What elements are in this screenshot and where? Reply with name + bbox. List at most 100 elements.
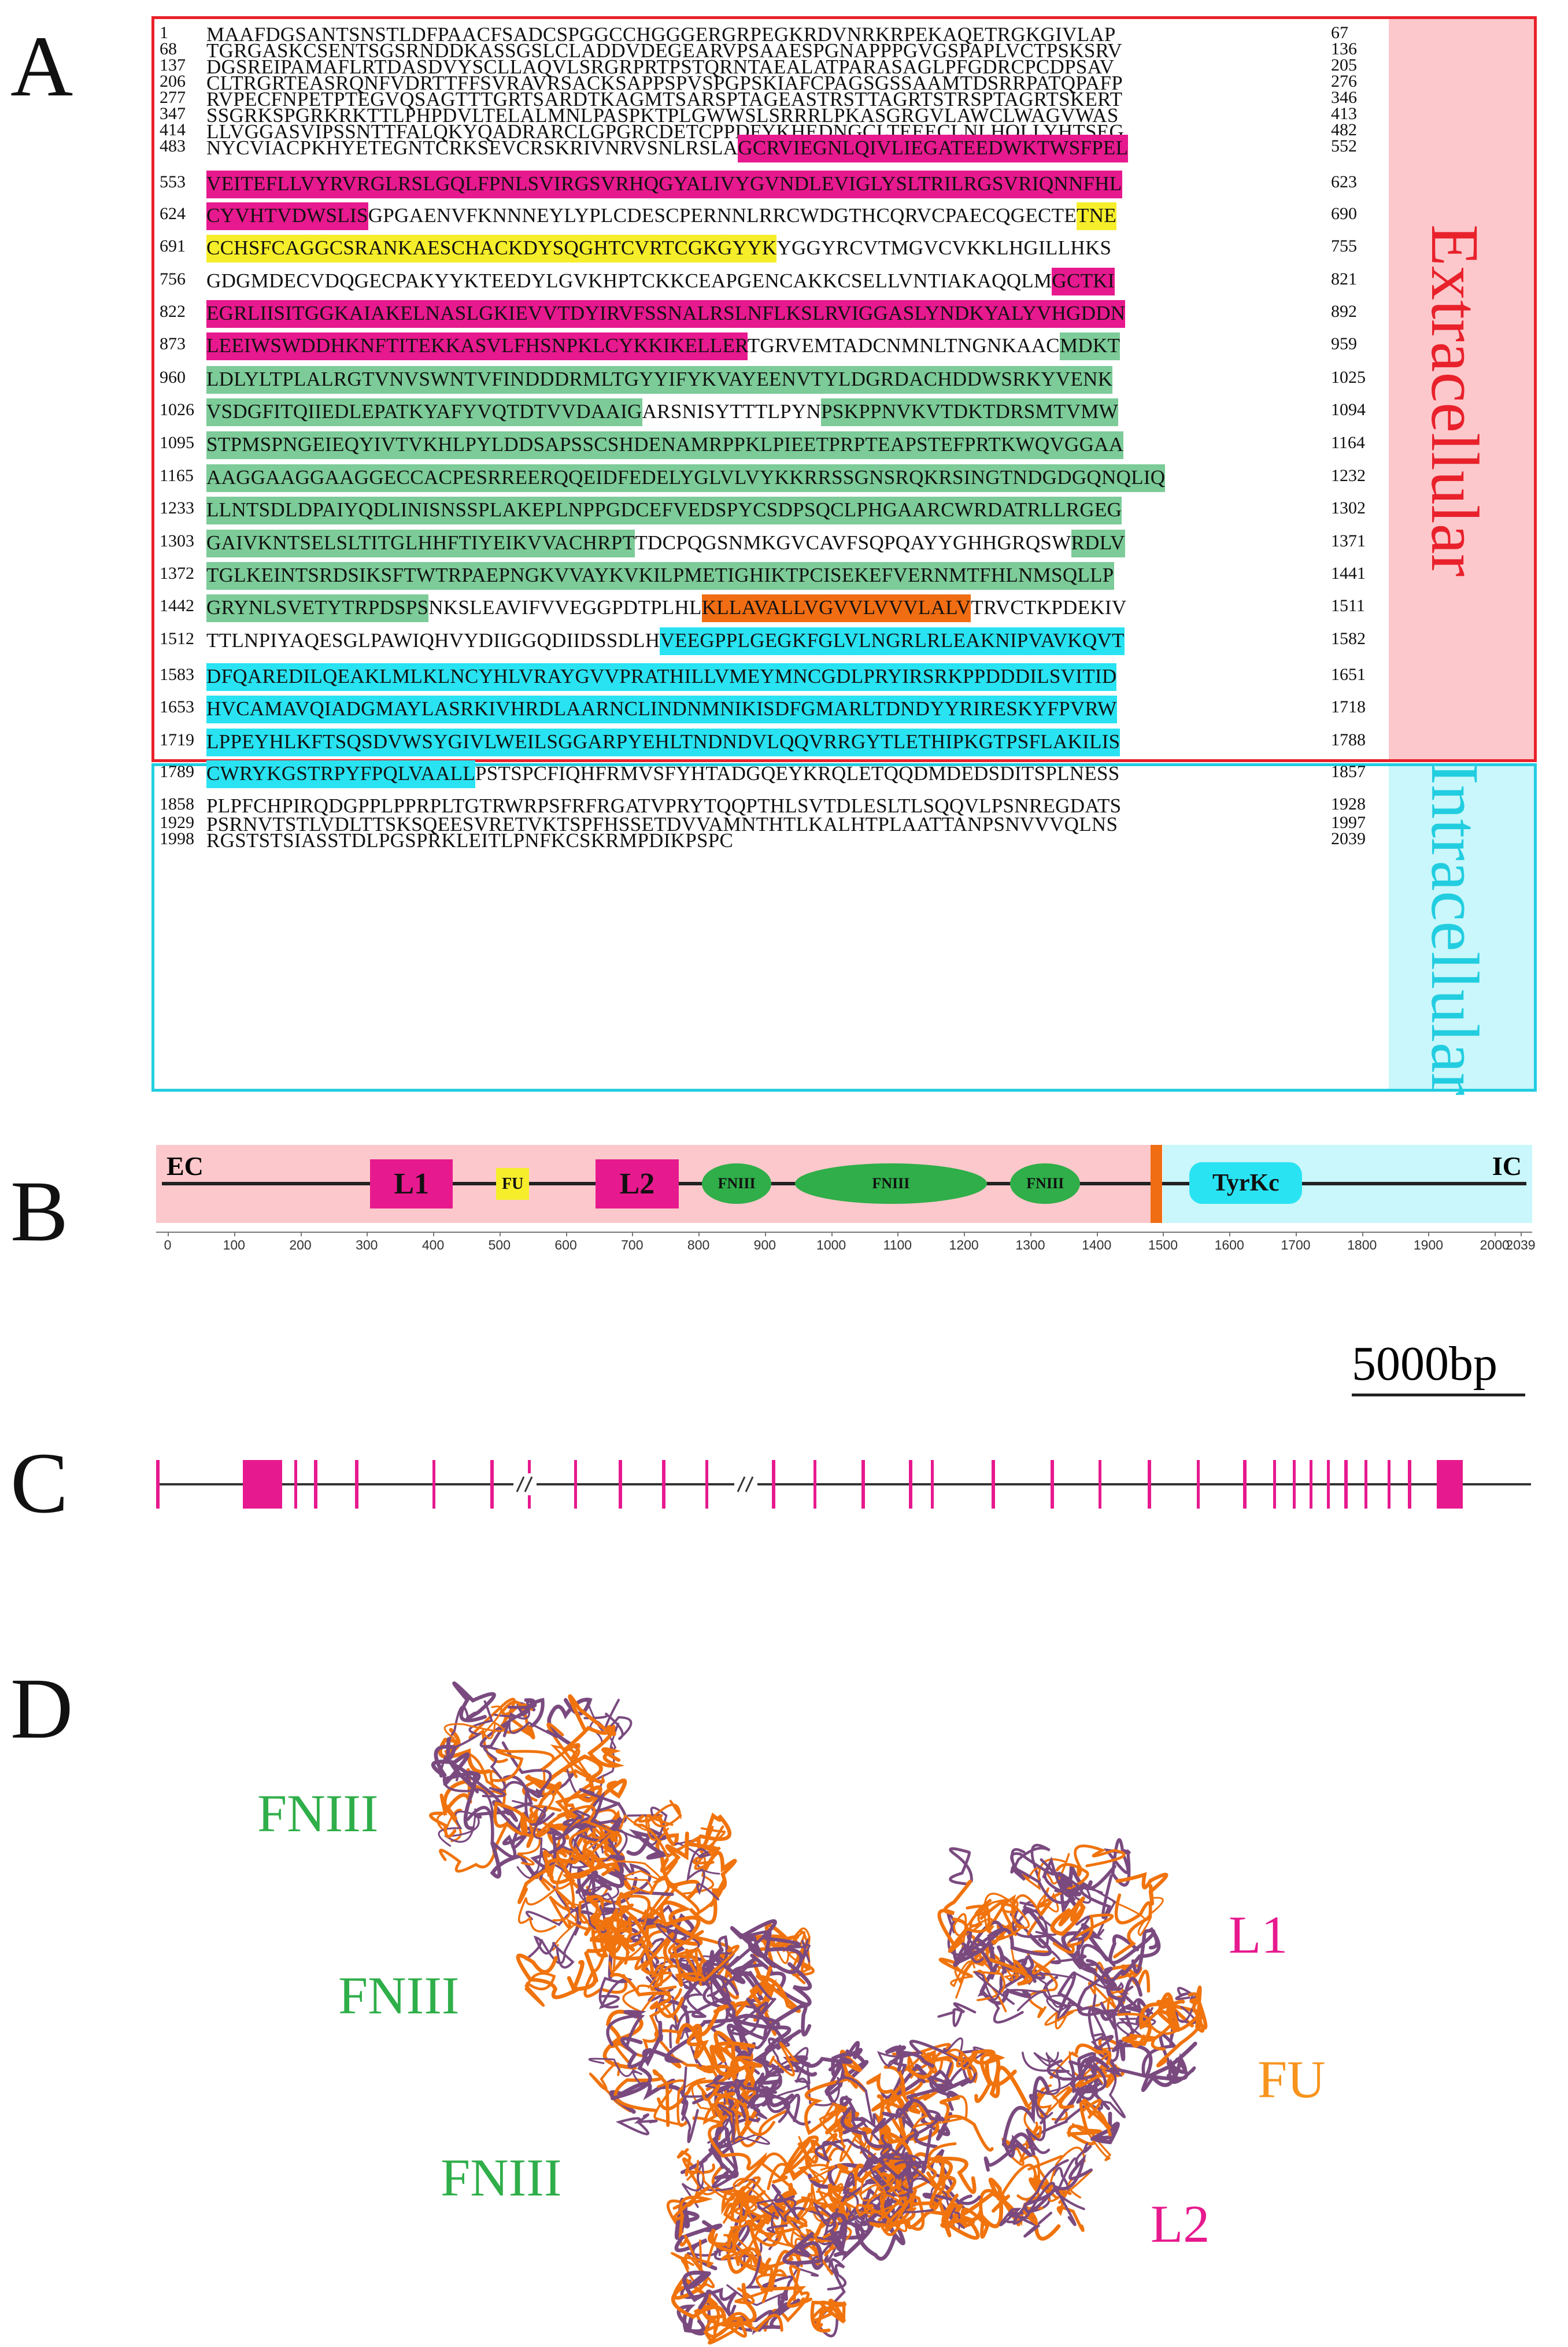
sequence-text: NYCVIACPKHYETEGNTCRKSEVCRSKRIVNRVSNLRSLA… bbox=[206, 135, 1129, 162]
ribbon-strand bbox=[429, 1793, 457, 1838]
axis-tick-label: 1400 bbox=[1082, 1237, 1112, 1252]
ribbon-strand bbox=[867, 2201, 939, 2230]
ribbon-strand bbox=[682, 1827, 726, 1895]
ribbon-strand bbox=[463, 1751, 507, 1808]
ribbon-strand bbox=[1112, 1897, 1164, 1936]
ribbon-strand bbox=[465, 1775, 534, 1816]
axis-tick-label: 1600 bbox=[1214, 1237, 1244, 1252]
intron-line bbox=[156, 1483, 1531, 1485]
ribbon-strand bbox=[983, 2134, 1033, 2172]
sequence-segment: TGRGASKCSENTSGSRNDDKASSGSLCLADDVDEGEARVP… bbox=[206, 39, 1123, 62]
highlighted-segment: CYVHTVDWSLIS bbox=[206, 202, 368, 230]
axis-tick-label: 1100 bbox=[883, 1237, 912, 1252]
residue-end-number: 205 bbox=[1331, 56, 1357, 75]
residue-start-number: 822 bbox=[160, 302, 186, 321]
ribbon-strand bbox=[744, 2255, 793, 2308]
domain-fniii: FNIII bbox=[1010, 1163, 1080, 1204]
ribbon-strand bbox=[985, 2056, 1029, 2108]
fniii-domain-3-ribbon bbox=[588, 1919, 815, 2135]
exon bbox=[314, 1460, 317, 1509]
fniii-tail-ribbon bbox=[671, 2186, 852, 2345]
axis-tick-label: 2000 bbox=[1480, 1237, 1510, 1252]
highlighted-segment: GAIVKNTSELSLTITGLHHFTIYEIKVVACHRPT bbox=[206, 530, 635, 557]
exon bbox=[772, 1460, 775, 1509]
ribbon-strand bbox=[1103, 1838, 1131, 1887]
ic-label: IC bbox=[1492, 1151, 1522, 1181]
sequence-segment: NYCVIACPKHYETEGNTCRKSEVCRSKRIVNRVSNLRSLA bbox=[206, 136, 738, 159]
ribbon-strand bbox=[708, 2123, 767, 2187]
sequence-text: CWRYKGSTRPYFPQLVAALLPSTSPCFIQHFRMVSFYHTA… bbox=[206, 760, 1120, 788]
axis-tick bbox=[168, 1232, 169, 1236]
residue-end-number: 959 bbox=[1331, 334, 1357, 353]
ribbon-strand bbox=[446, 1700, 494, 1749]
residue-end-number: 1928 bbox=[1331, 794, 1366, 814]
ribbon-strand bbox=[615, 2113, 658, 2135]
ribbon-strand bbox=[971, 2049, 1005, 2104]
ribbon-strand bbox=[587, 1724, 625, 1768]
ribbon-strand bbox=[816, 2190, 874, 2254]
ribbon-strand bbox=[671, 2239, 715, 2289]
ribbon-strand bbox=[1073, 1964, 1124, 1991]
structure-label-fniii-top: FNIII bbox=[257, 1784, 379, 1843]
ribbon-strand bbox=[1113, 1893, 1152, 1958]
exon bbox=[1437, 1460, 1463, 1509]
axis-tick-label: 200 bbox=[289, 1237, 312, 1252]
structure-panel: FNIII FNIII FNIII L1 FU L2 bbox=[0, 1654, 1568, 2347]
residue-end-number: 413 bbox=[1331, 104, 1357, 123]
ribbon-strand bbox=[670, 1949, 709, 1982]
ribbon-strand bbox=[482, 1746, 506, 1798]
highlighted-segment: LEEIWSWDDHKNFTITEKKASVLFHSNPKLCYKKIKELLE… bbox=[206, 332, 748, 360]
axis-tick bbox=[831, 1232, 833, 1236]
residue-end-number: 1232 bbox=[1331, 466, 1366, 485]
ribbon-strand bbox=[542, 1850, 595, 1880]
ribbon-strand bbox=[608, 1916, 648, 1975]
ribbon-strand bbox=[977, 1947, 1024, 2024]
ribbon-strand bbox=[811, 2237, 847, 2291]
axis-tick bbox=[1030, 1232, 1031, 1236]
highlighted-segment: DFQAREDILQEAKLMLKLNCYHLVRAYGVVPRATHILLVM… bbox=[206, 663, 1117, 691]
ribbon-strand bbox=[443, 1762, 481, 1831]
axis-tick bbox=[698, 1232, 700, 1236]
ribbon-strand bbox=[1065, 2100, 1103, 2146]
sequence-text: RGSTSTSIASSTDLPGSPRKLEITLPNFKCSKRMPDIKPS… bbox=[206, 829, 733, 852]
ribbon-strand bbox=[804, 2077, 854, 2135]
ribbon-strand bbox=[769, 2042, 803, 2076]
residue-start-number: 1233 bbox=[160, 498, 194, 518]
exon bbox=[1388, 1460, 1391, 1509]
sequence-segment: YGGYRCVTMGVCVKKLHGILLHKS bbox=[776, 236, 1112, 259]
ribbon-strand bbox=[1055, 2142, 1092, 2211]
sequence-text: VSDGFITQIIEDLEPATKYAFYVQTDTVVDAAIGARSNIS… bbox=[206, 398, 1118, 426]
ribbon-strand bbox=[705, 1974, 785, 2042]
residue-end-number: 892 bbox=[1331, 302, 1357, 321]
ribbon-strand bbox=[580, 1868, 608, 1934]
ribbon-strand bbox=[912, 2095, 968, 2130]
axis-tick-label: 100 bbox=[223, 1237, 245, 1252]
axis-tick bbox=[1521, 1232, 1522, 1236]
sequence-text: CYVHTVDWSLISGPGAENVFKNNNEYLYPLCDESCPERNN… bbox=[206, 202, 1116, 230]
ribbon-strand bbox=[1019, 2126, 1063, 2194]
ribbon-strand bbox=[1028, 1957, 1058, 2019]
axis-tick bbox=[1229, 1232, 1231, 1236]
ribbon-strand bbox=[940, 2202, 980, 2240]
ribbon-strand bbox=[1074, 1845, 1126, 1877]
highlighted-segment: STPMSPNGEIEQYIVTVKHLPYLDDSAPSSCSHDENAMRP… bbox=[206, 431, 1124, 459]
ribbon-strand bbox=[612, 1936, 666, 1989]
exon bbox=[813, 1460, 816, 1509]
ribbon-strand bbox=[547, 1698, 593, 1750]
domain-fniii: FNIII bbox=[701, 1163, 772, 1204]
ribbon-strand bbox=[692, 1825, 724, 1871]
ribbon-strand bbox=[726, 2260, 819, 2307]
ribbon-strand bbox=[1108, 1928, 1156, 1974]
ribbon-strand bbox=[516, 1953, 580, 1999]
sequence-text: CLTRGRTEASRQNFVDRTTFFSVRAVRSACKSAPPSPVSP… bbox=[206, 72, 1123, 95]
ribbon-strand bbox=[681, 2066, 767, 2120]
ribbon-strand bbox=[681, 2233, 718, 2274]
ribbon-strand bbox=[728, 1971, 777, 2036]
ribbon-strand bbox=[830, 2213, 848, 2256]
sequence-text: LDLYLTPLALRGTVNVSWNTVFINDDDRMLTGYYIFYKVA… bbox=[206, 366, 1113, 394]
ribbon-strand bbox=[926, 2169, 959, 2238]
